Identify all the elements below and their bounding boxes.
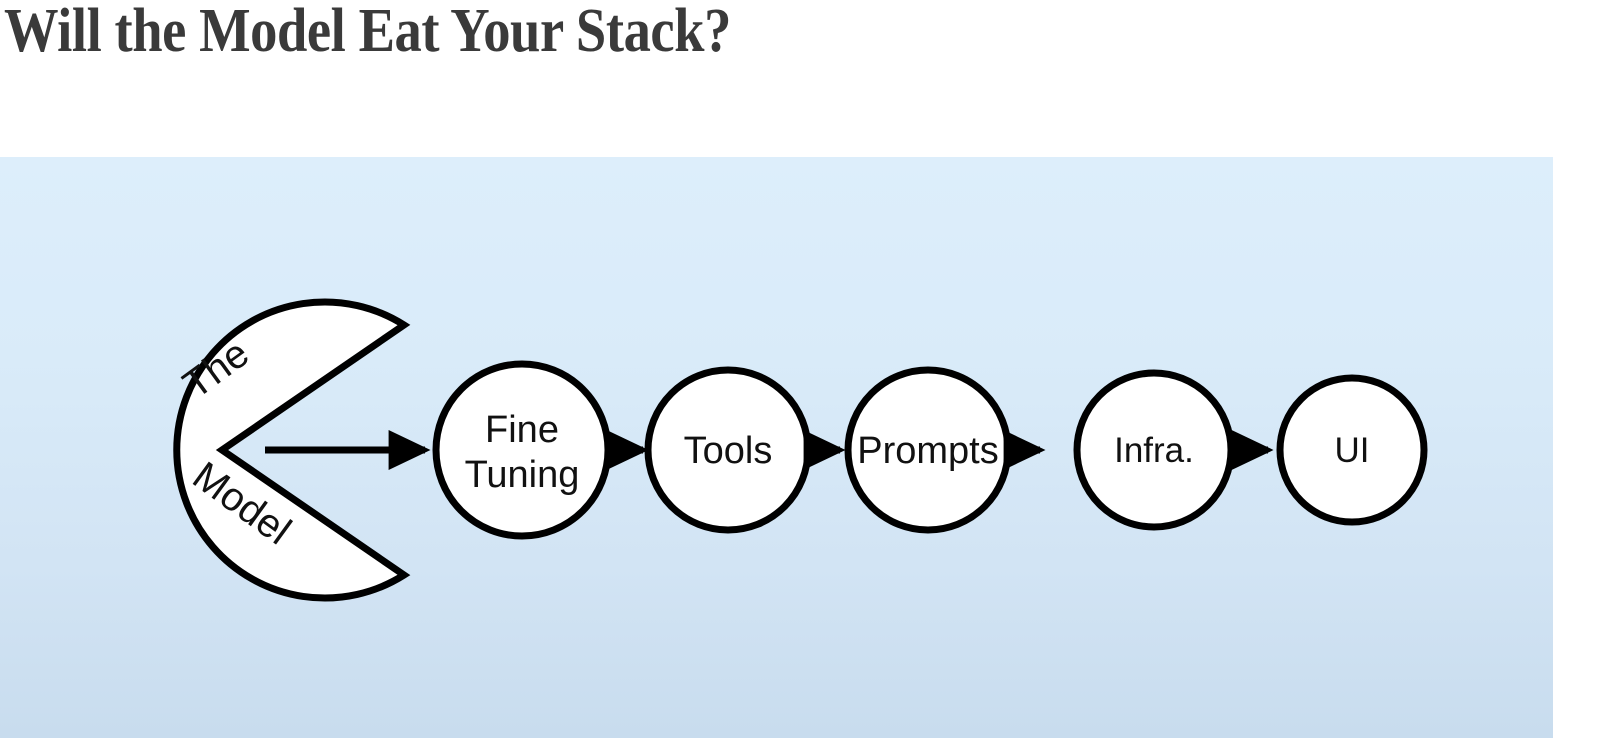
pacman-model-shape[interactable]: The Model [173, 298, 411, 602]
node-label-line1: Tools [684, 430, 773, 472]
node-label-line1: UI [1335, 431, 1370, 470]
flow-diagram: The Model Fine Tuning Tools Prompts [173, 298, 1428, 602]
node-prompts[interactable]: Prompts [844, 366, 1012, 534]
node-fine-tuning[interactable]: Fine Tuning [432, 360, 612, 540]
node-label-line1: Infra. [1114, 431, 1194, 470]
node-circle [1276, 374, 1428, 526]
node-infra[interactable]: Infra. [1073, 369, 1235, 531]
node-circle [1073, 369, 1235, 531]
node-tools[interactable]: Tools [644, 366, 812, 534]
page-title: Will the Model Eat Your Stack? [4, 0, 731, 65]
node-label-line1: Fine [485, 409, 559, 451]
diagram-panel: The Model Fine Tuning Tools Prompts [0, 157, 1553, 738]
node-ui[interactable]: UI [1276, 374, 1428, 526]
pacman-body [173, 298, 411, 602]
node-label-line2: Tuning [465, 454, 580, 496]
node-label-line1: Prompts [857, 430, 998, 472]
